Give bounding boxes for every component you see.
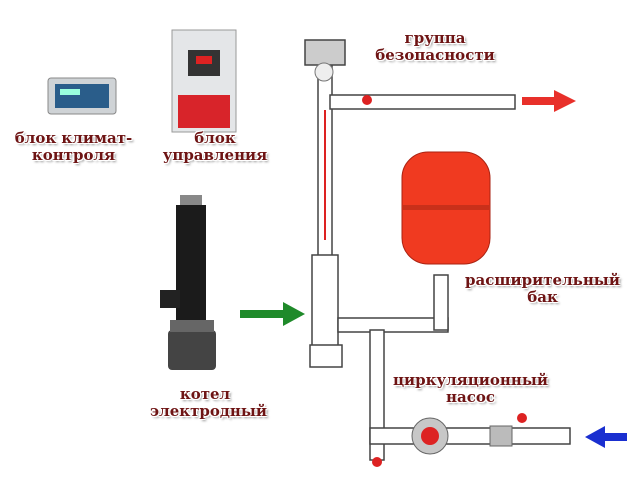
boiler-inlet-arrow [240,302,305,326]
inlet-arrow [585,426,627,448]
label-line: котел [179,385,231,403]
label-line: блок [194,129,236,147]
circulation-pump [372,413,527,467]
label-line: безопасности [375,46,495,64]
valve-handle-icon [362,95,372,105]
label-line: управления [162,146,268,164]
label-line: блок климат- [14,129,133,147]
control-unit [171,29,237,133]
electrode-boiler [160,195,216,370]
label-line: бак [527,288,558,306]
label-boiler: котел электродный [150,385,268,420]
label-pump: циркуляционный насос [383,372,558,406]
label-line: электродный [150,402,268,420]
label-control-block: блок управления [160,130,270,164]
expansion-tank [401,151,491,265]
pressure-gauge-icon [314,62,334,82]
label-line: контроля [31,146,116,164]
pipes [304,39,571,461]
label-climate-block: блок климат- контроля [6,130,141,164]
label-safety-group: группа безопасности [370,30,500,64]
label-line: группа [404,29,466,47]
label-line: насос [446,388,495,406]
outlet-arrow [522,90,576,112]
label-line: расширительный [465,271,620,289]
label-line: циркуляционный [392,371,549,389]
climate-control-unit [47,77,117,115]
label-expansion-tank: расширительный бак [455,272,630,306]
